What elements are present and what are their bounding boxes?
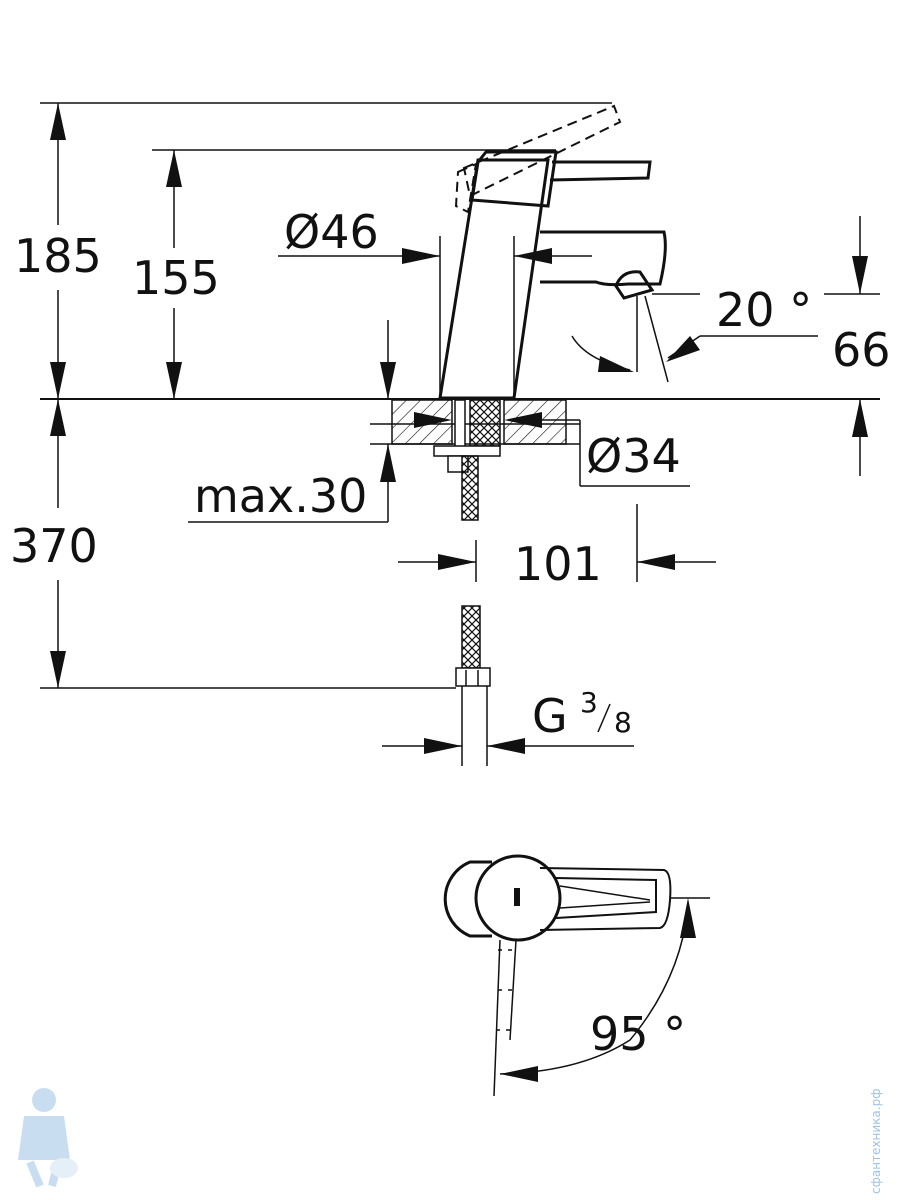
faucet-spout — [540, 230, 667, 287]
label-thread-den: 8 — [614, 706, 632, 739]
dimension-angle-20: 20 ° — [571, 283, 818, 372]
plumber-logo — [18, 1088, 78, 1188]
counter-section — [40, 398, 880, 521]
faucet-handle-lever — [549, 160, 652, 182]
label-155: 155 — [132, 251, 220, 305]
label-185: 185 — [14, 229, 102, 283]
label-diameter-46: Ø46 — [284, 205, 379, 259]
label-thread-g: G — [532, 689, 568, 743]
faucet-body — [438, 158, 550, 400]
dimension-max-30: max.30 — [188, 320, 396, 523]
label-angle-20: 20 ° — [716, 283, 812, 337]
dimension-66: 66 — [652, 216, 891, 476]
hose-end-fitting — [455, 605, 491, 766]
label-angle-95: 95 ° — [590, 1007, 686, 1061]
dimension-diameter-34: Ø34 — [414, 412, 690, 487]
label-diameter-34: Ø34 — [586, 429, 681, 483]
faucet-aerator — [614, 270, 655, 300]
label-101: 101 — [514, 537, 602, 591]
dimension-370: 370 — [10, 399, 456, 689]
faucet-top-view: 95 ° — [443, 854, 710, 1097]
watermark-text: сфантехника.рф — [869, 1089, 883, 1194]
label-370: 370 — [10, 519, 98, 573]
label-thread-num: 3 — [580, 686, 598, 719]
dimension-101: 101 — [398, 504, 716, 591]
dimension-155: 155 — [132, 149, 556, 399]
dimension-diameter-46: Ø46 — [278, 205, 592, 398]
faucet-lever-raised — [462, 104, 622, 198]
label-66: 66 — [832, 323, 891, 377]
dimension-thread-g38: G 3 8 — [382, 686, 634, 754]
label-max-30: max.30 — [194, 469, 367, 523]
dimension-185: 185 — [14, 102, 612, 399]
